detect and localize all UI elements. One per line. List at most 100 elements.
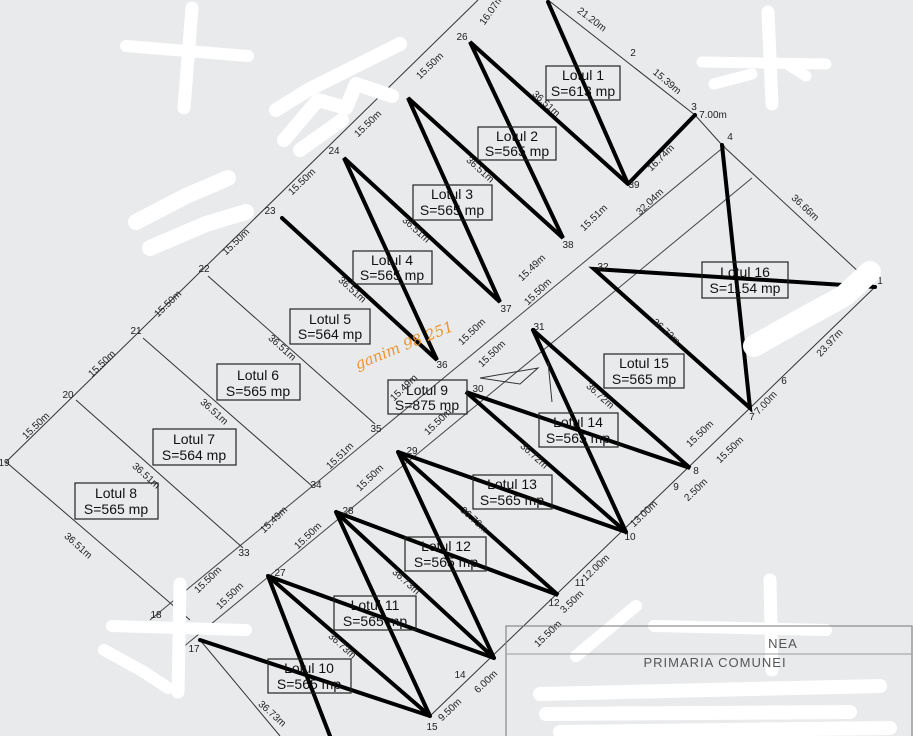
stamp-line-main: PRIMARIA COMUNEI — [643, 655, 786, 670]
lot-area: S=565 mp — [480, 492, 544, 508]
measure: 23.97m — [815, 327, 846, 359]
point-number: 23 — [264, 206, 276, 217]
lot-area: S=565 mp — [414, 554, 478, 570]
measure: 36.51m — [266, 333, 298, 363]
lot-label: Lotul 13 — [487, 476, 537, 492]
lot-labels: Lotul 1 S=613 mp Lotul 2 S=565 mp Lotul … — [74, 65, 789, 694]
lot-label: Lotul 1 — [562, 67, 604, 83]
point-number: 34 — [310, 480, 322, 491]
point-number: 6 — [781, 376, 787, 387]
lot-area: S=565 mp — [226, 383, 290, 399]
measure: 2.50m — [682, 477, 710, 504]
white-mark — [269, 37, 407, 157]
lot-4: Lotul 4 S=565 mp — [352, 250, 433, 285]
lot-box-frame — [404, 536, 487, 572]
hand-sketch — [479, 361, 553, 403]
point-number: 3 — [691, 102, 697, 113]
measure: 7.00m — [699, 110, 727, 121]
lot-area: S=565 mp — [420, 202, 484, 218]
measure: 15.51m — [324, 441, 356, 472]
white-mark — [120, 40, 254, 62]
lot-box-frame — [387, 379, 468, 415]
lot-box-frame — [352, 250, 433, 285]
measure: 15.50m — [532, 619, 564, 650]
lot-area: S=565 mp — [546, 430, 610, 446]
white-mark — [98, 620, 252, 694]
stamp-line-top: NEA — [768, 636, 798, 651]
measure: 15.49m — [258, 505, 290, 536]
point-number: 28 — [342, 506, 354, 517]
road-edge-north — [149, 145, 726, 621]
lot-label: Lotul 14 — [553, 414, 603, 430]
lot-box-frame — [477, 126, 557, 161]
lot-label: Lotul 12 — [421, 538, 471, 554]
lot-box-frame — [267, 658, 352, 694]
measure: 3.50m — [558, 589, 586, 616]
lot-label: Lotul 8 — [95, 485, 137, 501]
lot-label: Lotul 5 — [309, 311, 351, 327]
divider-20-33 — [75, 399, 244, 549]
boundary-southwest — [5, 461, 191, 621]
point-number: 30 — [472, 384, 484, 395]
measure: 15.50m — [152, 289, 184, 320]
lot-9: Lotul 9 S=875 mp — [387, 379, 468, 415]
point-number: 39 — [628, 180, 640, 191]
white-mark — [570, 600, 832, 662]
point-number: 17 — [188, 644, 200, 655]
white-mark — [171, 577, 187, 699]
boundary-south — [429, 407, 751, 717]
point-number: 36 — [436, 360, 448, 371]
zigzag-upper — [280, 0, 630, 362]
point-number: 8 — [693, 466, 699, 477]
zigzag-strokes — [198, 0, 877, 736]
lot-13: Lotul 13 S=565 mp — [472, 474, 553, 510]
stroke-39-3 — [626, 113, 697, 186]
lot-16: Lotul 16 S=1154 mp — [701, 261, 789, 299]
lot-8: Lotul 8 S=565 mp — [74, 482, 159, 520]
lot-box-frame — [603, 353, 685, 389]
white-mark — [533, 679, 897, 736]
divider-22-35 — [207, 275, 376, 425]
lot-box-frame — [412, 184, 493, 221]
stamp-frame — [505, 625, 913, 736]
measure: 36.72m — [650, 317, 682, 347]
measure: 36.66m — [789, 193, 821, 224]
measure: 36.51m — [198, 397, 230, 427]
measure: 21.20m — [575, 6, 608, 35]
point-number: 9 — [673, 482, 679, 493]
lot-box-frame — [545, 65, 621, 101]
point-number: 14 — [454, 670, 466, 681]
point-number: 35 — [370, 424, 382, 435]
measure: 15.50m — [214, 581, 246, 612]
measure: 13.00m — [628, 499, 660, 530]
point-number: 12 — [548, 598, 560, 609]
lot-area: S=565 mp — [84, 501, 148, 517]
white-mark — [696, 56, 832, 90]
point-number: 24 — [328, 146, 340, 157]
lot-label: Lotul 2 — [496, 128, 538, 144]
measure: 16.07m — [478, 0, 506, 27]
lot-box-frame — [289, 308, 371, 345]
boundary-corner — [694, 114, 723, 146]
point-number: 32 — [597, 262, 609, 273]
lot-box-frame — [538, 412, 619, 448]
measure: 15.50m — [522, 277, 554, 308]
point-number: 7 — [749, 412, 755, 423]
point-number: 4 — [727, 132, 733, 143]
boundary-east — [721, 144, 876, 288]
measure: 36.73m — [326, 631, 358, 661]
lot-label: Lotul 11 — [351, 597, 400, 613]
point-number: 15 — [426, 722, 438, 733]
lot-area: S=565 mp — [277, 676, 341, 692]
measure: 15.50m — [352, 109, 384, 140]
lot-14: Lotul 14 S=565 mp — [538, 412, 619, 448]
measure: 15.50m — [220, 227, 252, 258]
divider-17 — [199, 639, 281, 736]
lot-label: Lotul 7 — [173, 431, 215, 447]
zigzag-lot16 — [588, 143, 877, 413]
measure: 36.51m — [62, 531, 94, 561]
point-number: 2 — [630, 48, 636, 59]
point-labels: 26 2 3 4 24 23 22 21 20 19 39 38 37 36 3… — [0, 32, 883, 733]
lot-area: S=564 mp — [162, 447, 226, 463]
